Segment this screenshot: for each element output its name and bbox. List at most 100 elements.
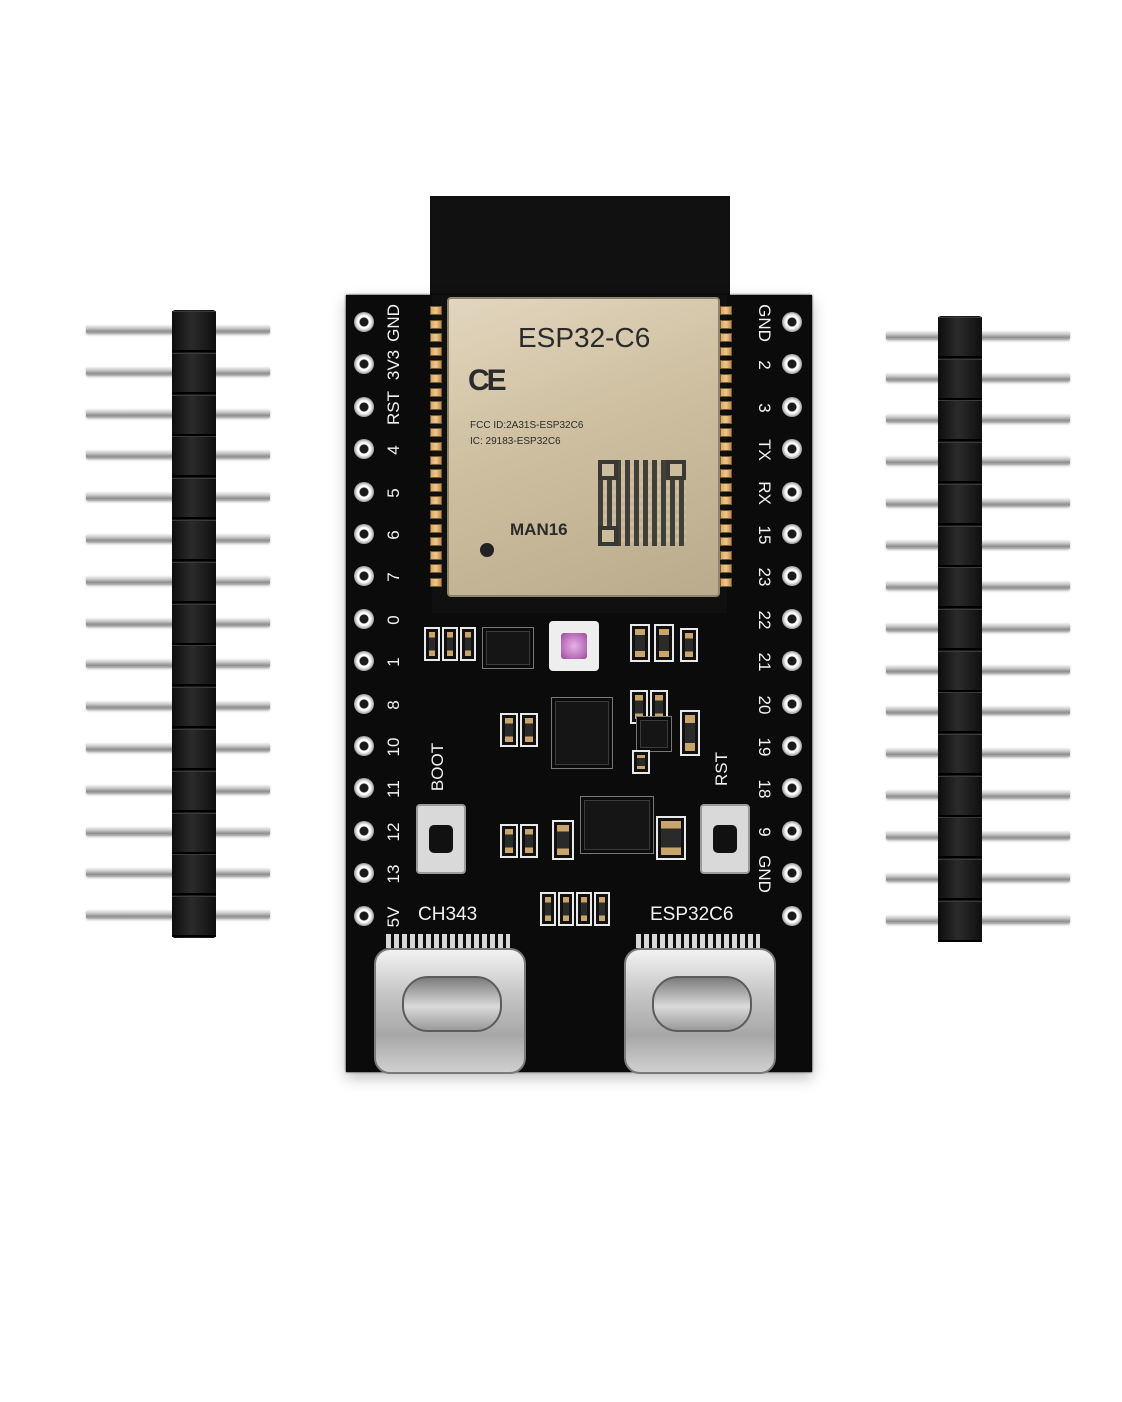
pin-label: 21 (755, 652, 774, 672)
through-hole (354, 439, 374, 460)
module-model-text: MAN16 (510, 520, 568, 539)
through-hole (354, 354, 374, 375)
through-hole (354, 693, 374, 714)
boot-label: BOOT (428, 742, 447, 792)
header-pin (886, 566, 1070, 609)
header-pin (886, 358, 1070, 400)
smd-resistor (520, 713, 538, 747)
header-pin (86, 394, 270, 436)
pin-label: GND (755, 304, 774, 342)
header-pin (86, 644, 270, 687)
header-pin (886, 691, 1070, 734)
header-pin (886, 525, 1070, 567)
header-pin (86, 603, 270, 645)
usb-c-pins (386, 934, 510, 948)
smd-capacitor (654, 624, 674, 662)
pin-label: 3 (755, 403, 774, 413)
through-hole (782, 820, 802, 841)
through-hole (354, 863, 374, 884)
header-pin (86, 686, 270, 729)
header-pin (886, 399, 1070, 442)
pin-label: 2 (755, 360, 774, 371)
through-hole (782, 693, 802, 714)
qr-code (598, 460, 686, 546)
pin-label: 19 (755, 737, 774, 757)
left-pin-header (86, 310, 270, 938)
through-hole (354, 524, 374, 544)
small-ic-chip (640, 720, 668, 748)
through-hole (782, 312, 802, 332)
through-hole (354, 608, 374, 629)
smd-resistor (632, 750, 650, 774)
through-hole (782, 905, 802, 926)
header-pin (86, 310, 270, 352)
smd-capacitor (680, 710, 700, 756)
through-hole (354, 778, 374, 799)
through-hole (782, 524, 802, 544)
pin-label: 23 (755, 567, 774, 587)
header-pin (86, 477, 270, 520)
module-pads-left (430, 306, 442, 591)
smd-resistor (540, 892, 556, 926)
smd-resistor (500, 713, 518, 747)
smd-capacitor (630, 624, 650, 662)
module-antenna (430, 196, 730, 306)
through-hole (354, 905, 374, 926)
pin-label: TX (755, 439, 774, 462)
rst-label: RST (712, 752, 731, 786)
pin-label: 7 (384, 572, 403, 583)
pin-label: 18 (755, 779, 774, 799)
boot-button (416, 804, 466, 874)
through-hole (782, 778, 802, 799)
through-hole (782, 354, 802, 375)
through-hole (354, 651, 374, 672)
pin-label: 12 (384, 822, 403, 842)
through-hole (354, 312, 374, 332)
smd-resistor (558, 892, 574, 926)
smd-resistor (594, 892, 610, 926)
smd-resistor (520, 824, 538, 858)
header-pin (86, 812, 270, 854)
pin-label: 3V3 (384, 350, 403, 381)
header-pin (886, 441, 1070, 484)
pin-label: 11 (384, 780, 403, 799)
header-pin (886, 483, 1070, 525)
pin-label: 9 (755, 827, 774, 837)
header-pin (886, 900, 1070, 942)
through-hole (782, 651, 802, 672)
smd-resistor (680, 628, 698, 662)
through-hole (354, 820, 374, 841)
pin-label: 15 (755, 525, 774, 545)
pin-label: 4 (384, 445, 403, 455)
header-pin (886, 316, 1070, 358)
smd-resistor (650, 690, 668, 724)
header-pin (86, 352, 270, 394)
reset-button (700, 804, 750, 874)
pin-label: 0 (384, 615, 403, 625)
smd-resistor (500, 824, 518, 858)
through-hole (354, 736, 374, 756)
through-hole (782, 736, 802, 756)
header-pin (86, 435, 270, 478)
header-pin (886, 858, 1070, 901)
rgb-led (549, 621, 599, 671)
through-hole (782, 863, 802, 884)
header-pin (886, 733, 1070, 775)
usb-c-connector-ch343 (374, 948, 526, 1074)
fcc-id-text: FCC ID:2A31S-ESP32C6 (470, 420, 584, 431)
pin-label: RST (384, 390, 403, 425)
through-hole (782, 481, 802, 502)
pin-label: 5V (384, 906, 403, 927)
through-hole (354, 481, 374, 502)
header-pin (86, 728, 270, 770)
pin-label: 6 (384, 530, 403, 540)
usb-c-connector-esp32c6 (624, 948, 776, 1074)
smd-resistor (576, 892, 592, 926)
pin-label: 1 (384, 657, 403, 667)
smd-resistor (460, 627, 476, 661)
ch343-label: CH343 (418, 904, 478, 925)
pin-label: GND (755, 855, 774, 894)
pin-label: GND (384, 304, 403, 342)
pin1-marker-dot (480, 543, 494, 557)
